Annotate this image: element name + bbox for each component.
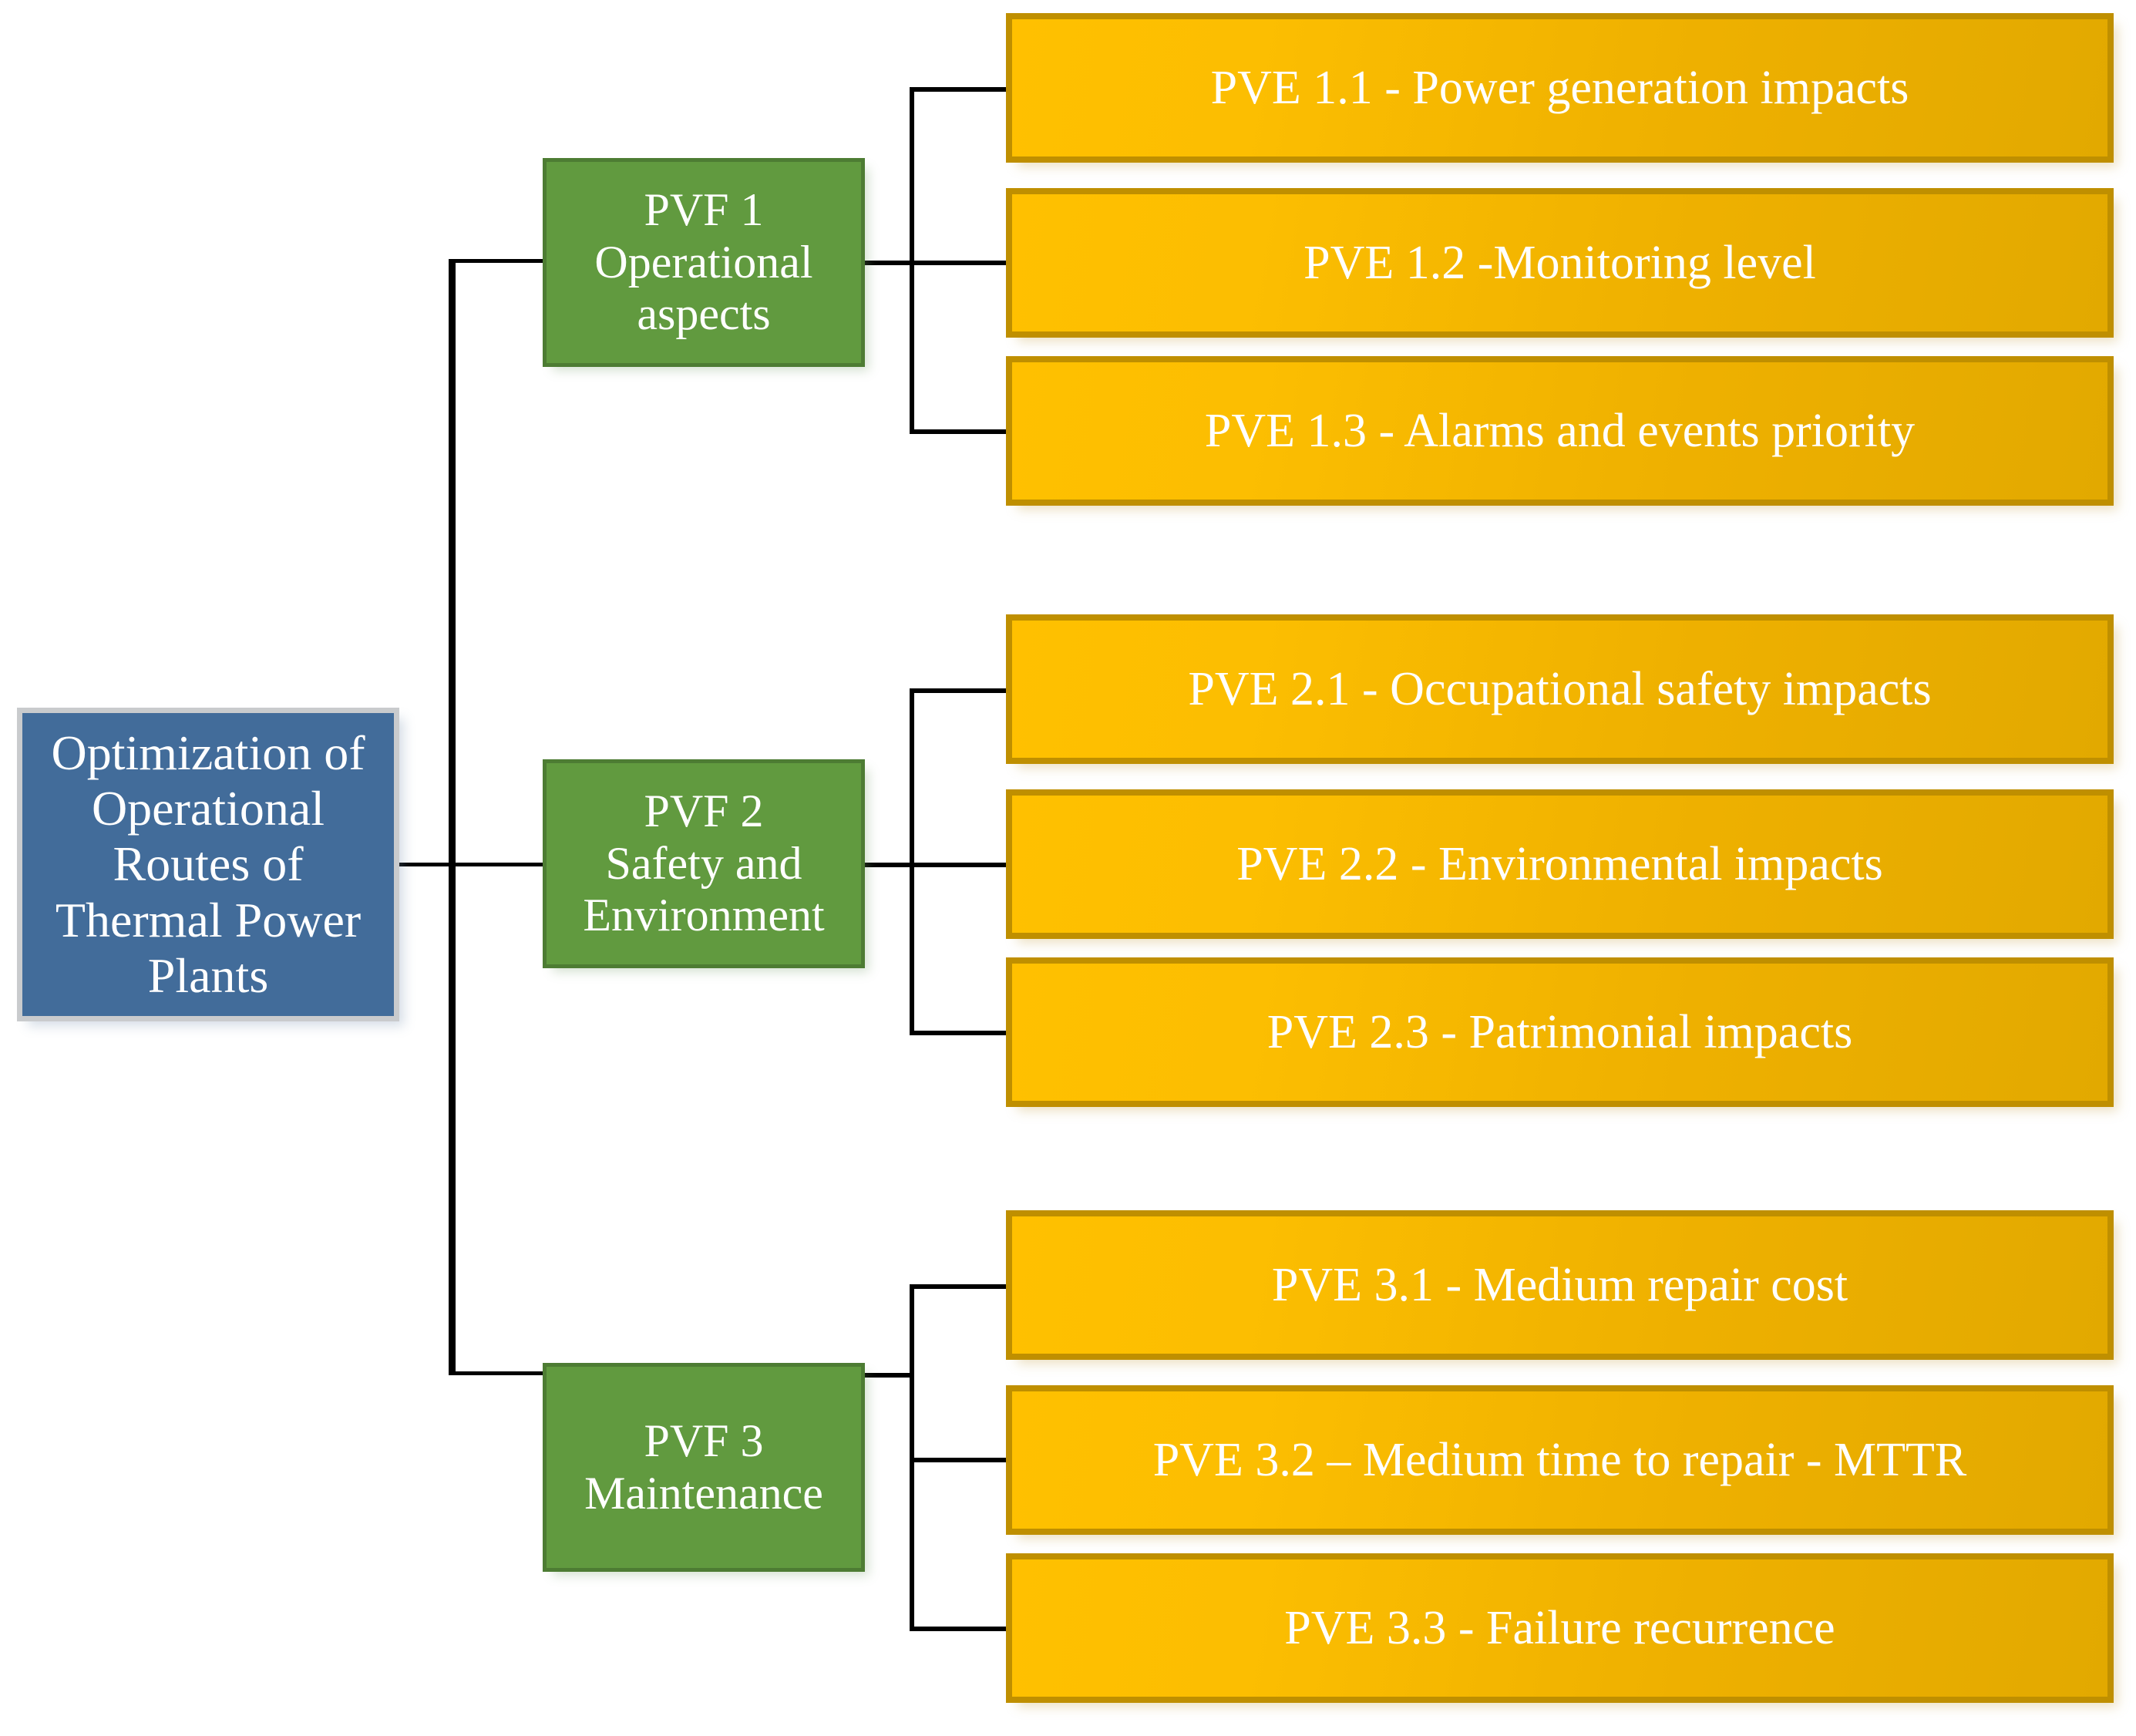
connector-trunk-to-pvf1	[449, 259, 547, 263]
element-node-pve3-3-label: PVE 3.3 - Failure recurrence	[1284, 1601, 1835, 1654]
family-node-pvf2[interactable]: PVF 2 Safety and Environment	[543, 759, 865, 968]
connector-main-trunk	[449, 259, 456, 1375]
element-node-pve2-3[interactable]: PVE 2.3 - Patrimonial impacts	[1006, 957, 2114, 1107]
element-node-pve1-1-label: PVE 1.1 - Power generation impacts	[1210, 61, 1909, 114]
element-node-pve1-2[interactable]: PVE 1.2 -Monitoring level	[1006, 188, 2114, 338]
root-node-label: Optimization of Operational Routes of Th…	[51, 725, 365, 1003]
connector-root-stub	[399, 863, 453, 866]
connector-pvf2-to-pve2-3	[910, 1031, 1010, 1035]
element-node-pve2-1-label: PVE 2.1 - Occupational safety impacts	[1188, 662, 1932, 715]
family-node-pvf3[interactable]: PVF 3 Maintenance	[543, 1363, 865, 1572]
family-node-pvf1[interactable]: PVF 1 Operational aspects	[543, 158, 865, 367]
connector-pvf2-bus	[910, 688, 914, 1035]
connector-pvf3-to-pve3-1	[910, 1284, 1010, 1289]
connector-pvf1-stub	[863, 261, 914, 265]
element-node-pve2-1[interactable]: PVE 2.1 - Occupational safety impacts	[1006, 614, 2114, 764]
element-node-pve1-1[interactable]: PVE 1.1 - Power generation impacts	[1006, 13, 2114, 163]
connector-pvf2-to-pve2-2	[910, 863, 1010, 867]
element-node-pve3-3[interactable]: PVE 3.3 - Failure recurrence	[1006, 1553, 2114, 1703]
connector-pvf3-stub	[863, 1373, 914, 1378]
connector-pvf1-to-pve1-1	[910, 87, 1010, 92]
element-node-pve3-1[interactable]: PVE 3.1 - Medium repair cost	[1006, 1210, 2114, 1360]
connector-trunk-to-pvf3	[449, 1371, 547, 1375]
connector-pvf2-stub	[863, 863, 914, 867]
family-node-pvf2-label: PVF 2 Safety and Environment	[583, 785, 825, 941]
root-node-optimization[interactable]: Optimization of Operational Routes of Th…	[17, 708, 399, 1021]
connector-trunk-to-pvf2	[449, 863, 547, 866]
element-node-pve2-3-label: PVE 2.3 - Patrimonial impacts	[1266, 1005, 1853, 1058]
element-node-pve3-1-label: PVE 3.1 - Medium repair cost	[1271, 1258, 1848, 1311]
connector-pvf3-to-pve3-3	[910, 1627, 1010, 1631]
connector-pvf1-to-pve1-2	[910, 261, 1010, 265]
connector-pvf1-to-pve1-3	[910, 429, 1010, 434]
family-node-pvf3-label: PVF 3 Maintenance	[584, 1415, 823, 1519]
element-node-pve1-2-label: PVE 1.2 -Monitoring level	[1303, 236, 1816, 289]
connector-pvf3-to-pve3-2	[910, 1458, 1010, 1462]
family-node-pvf1-label: PVF 1 Operational aspects	[594, 183, 813, 340]
element-node-pve3-2-label: PVE 3.2 – Medium time to repair - MTTR	[1152, 1433, 1967, 1486]
element-node-pve2-2-label: PVE 2.2 - Environmental impacts	[1236, 837, 1883, 890]
element-node-pve3-2[interactable]: PVE 3.2 – Medium time to repair - MTTR	[1006, 1385, 2114, 1535]
element-node-pve2-2[interactable]: PVE 2.2 - Environmental impacts	[1006, 789, 2114, 939]
connector-pvf2-to-pve2-1	[910, 688, 1010, 693]
element-node-pve1-3[interactable]: PVE 1.3 - Alarms and events priority	[1006, 356, 2114, 506]
element-node-pve1-3-label: PVE 1.3 - Alarms and events priority	[1204, 404, 1916, 457]
